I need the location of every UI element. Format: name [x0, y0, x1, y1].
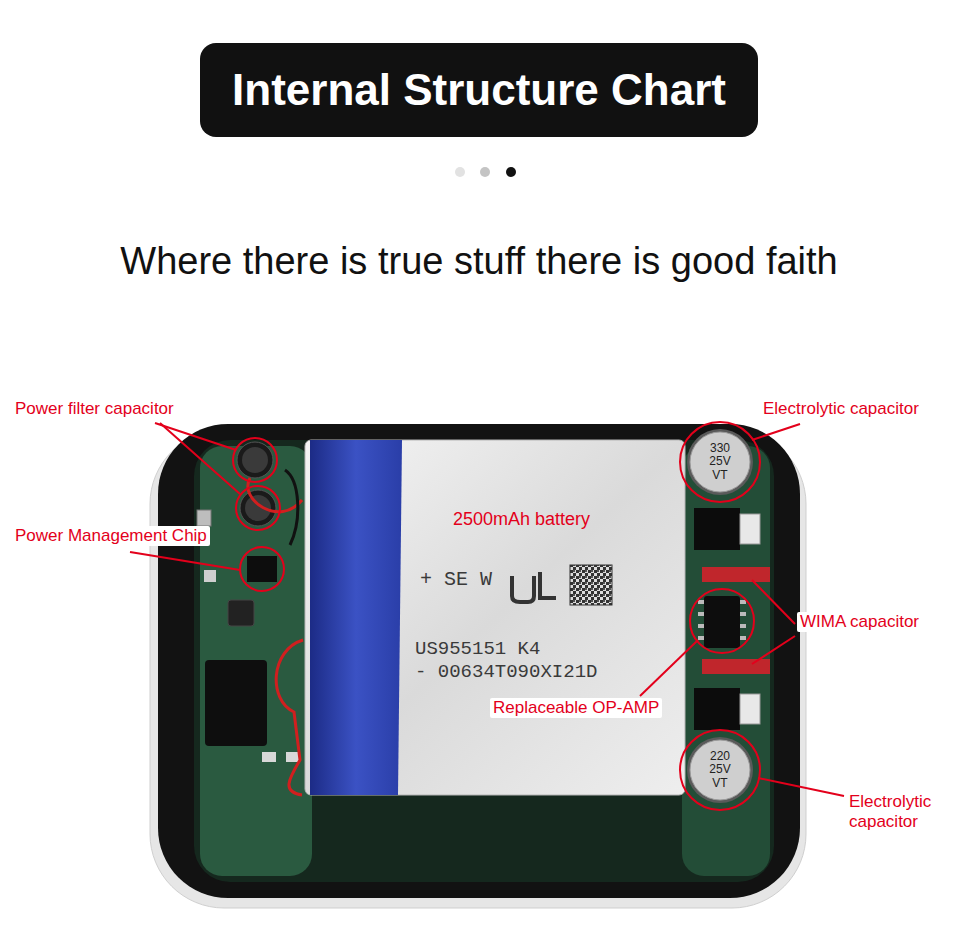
leader-line [640, 640, 698, 696]
page-dot [506, 167, 516, 177]
pin [698, 600, 704, 604]
callout-marks [130, 422, 844, 810]
capacitor-rim [687, 429, 753, 495]
filter-capacitor [237, 442, 273, 478]
leader-line [758, 778, 844, 796]
cert-logo [512, 572, 556, 602]
pin [698, 624, 704, 628]
pin [698, 612, 704, 616]
highlight-ring [233, 438, 277, 482]
page-dot [480, 167, 490, 177]
data-matrix [570, 565, 612, 605]
battery-label: 2500mAh battery [453, 510, 590, 530]
title-banner: Internal Structure Chart [200, 43, 758, 137]
highlight-ring [680, 730, 760, 810]
wire [276, 640, 303, 795]
capacitor-top: 220 25V VT [686, 736, 754, 804]
jack-plug [740, 514, 760, 544]
left-components [197, 442, 303, 795]
switch [204, 570, 216, 582]
callout-label: Replaceable OP-AMP [490, 698, 662, 718]
highlight-ring [236, 486, 280, 530]
usb-port [197, 510, 211, 526]
filter-capacitor [240, 490, 276, 526]
pin [740, 612, 746, 616]
device-housing [150, 424, 806, 908]
callout-label: Electrolytic capacitor [846, 792, 956, 831]
callout-label: Power filter capacitor [12, 399, 177, 419]
callout-label: Electrolytic capacitor [760, 399, 922, 419]
housing-shell [150, 430, 806, 908]
solder-pad [262, 752, 276, 762]
op-amp [704, 596, 740, 648]
pin [740, 636, 746, 640]
audio-jack [694, 688, 740, 730]
pcb-left [200, 446, 312, 876]
capacitor-face [690, 740, 750, 800]
pin [740, 600, 746, 604]
page-dots [455, 167, 516, 177]
capacitor-marking: 220 25V VT [705, 750, 735, 790]
battery-body [305, 440, 685, 795]
capacitor-top [242, 447, 268, 473]
title-text: Internal Structure Chart [232, 66, 726, 114]
power-chip [247, 556, 277, 582]
capacitor-rim [687, 737, 753, 803]
leader-line [752, 580, 795, 624]
wima-capacitor [702, 659, 770, 674]
battery-tape [310, 440, 402, 795]
highlight-ring [680, 422, 760, 502]
leader-line [160, 423, 240, 494]
jack-plug [740, 694, 760, 724]
inductor [228, 600, 254, 626]
pcb-base [194, 440, 774, 882]
leader-line [752, 636, 795, 664]
tagline: Where there is true stuff there is good … [120, 240, 837, 284]
charge-module [205, 660, 267, 746]
audio-jack [694, 508, 740, 550]
leader-line [155, 423, 236, 450]
pin [740, 624, 746, 628]
capacitor-marking: 330 25V VT [705, 442, 735, 482]
leader-line [130, 552, 240, 570]
capacitor-top: 330 25V VT [686, 428, 754, 496]
battery-marking: + SE W [420, 569, 492, 591]
highlight-ring [690, 589, 754, 653]
pin [698, 636, 704, 640]
highlight-ring [240, 547, 284, 591]
battery-pack: 2500mAh battery + SE W US955151 K4- 00634T… [305, 440, 685, 795]
callout-label: WIMA capacitor [797, 612, 922, 632]
wire [285, 470, 298, 545]
page-dot [455, 167, 465, 177]
battery-cell [305, 440, 685, 795]
callout-label: Power Management Chip [12, 526, 210, 546]
right-components [694, 508, 770, 730]
wima-capacitor [702, 567, 770, 582]
capacitor-face [690, 432, 750, 492]
battery-marking: US955151 K4 [415, 639, 540, 660]
leader-line [752, 424, 800, 440]
housing-frame [158, 424, 800, 898]
battery-marking: - 00634T090XI21D [415, 662, 597, 683]
